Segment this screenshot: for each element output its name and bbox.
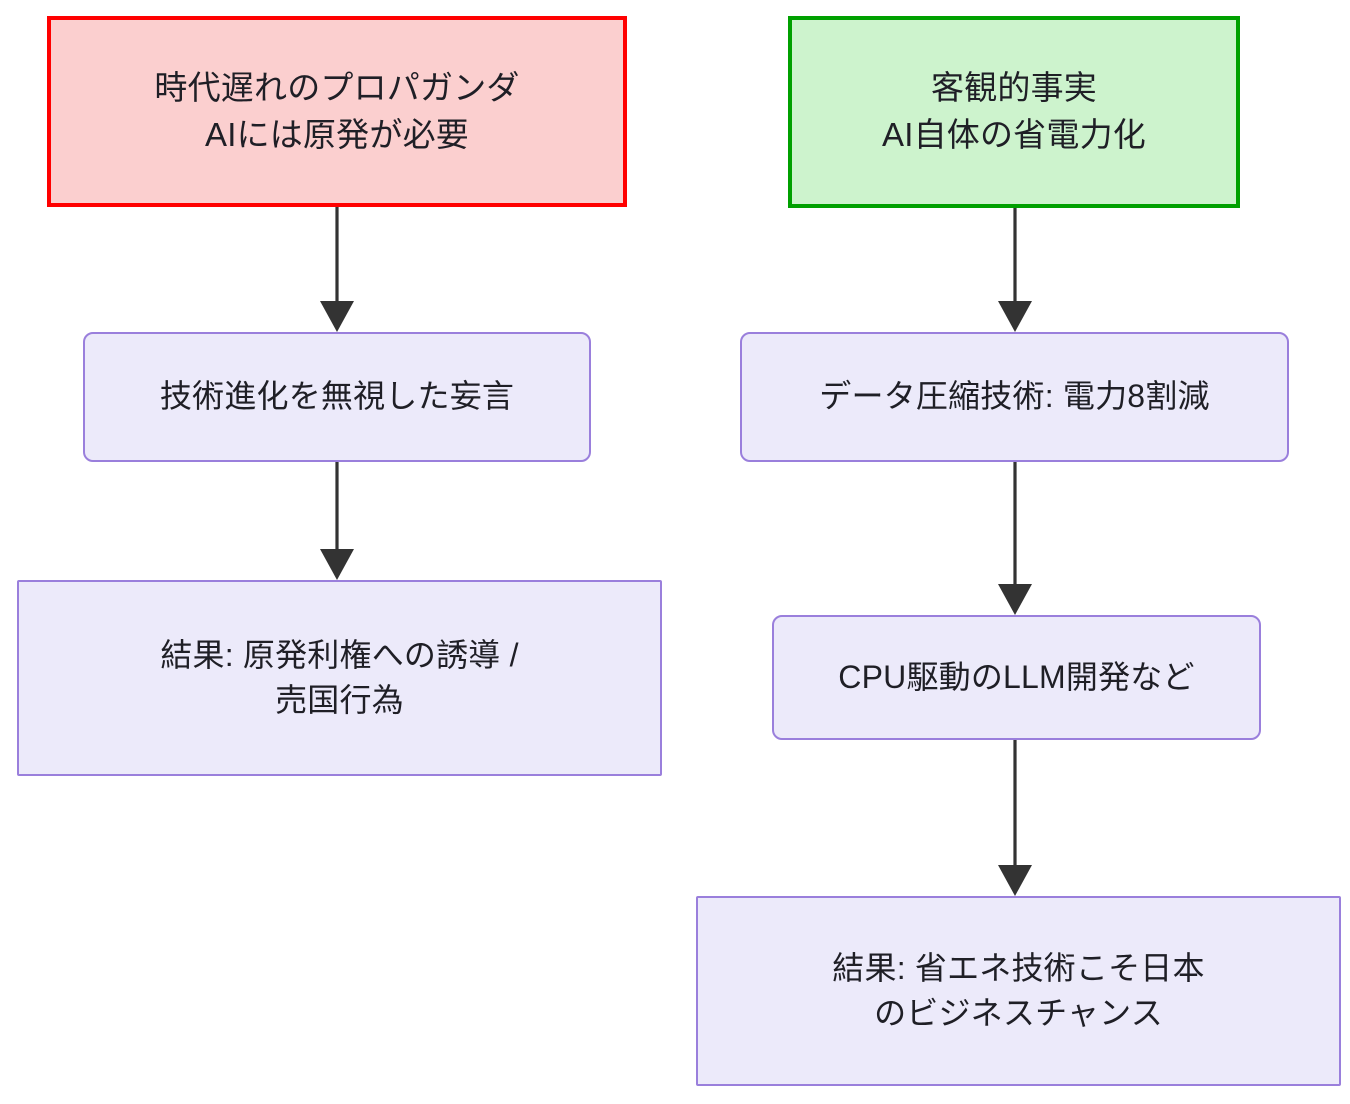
edge-fact-to-compress	[998, 208, 1032, 332]
edge-delusion-to-left-result	[320, 462, 354, 580]
node-label: 客観的事実 AI自体の省電力化	[882, 69, 1146, 153]
node-label: データ圧縮技術: 電力8割減	[819, 378, 1210, 415]
node-label: 時代遅れのプロパガンダ AIには原発が必要	[154, 68, 520, 153]
edge-claim-to-delusion	[320, 207, 354, 332]
node-label: 結果: 原発利権への誘導 / 売国行為	[160, 636, 519, 718]
node-ignoring-tech-progress[interactable]: 技術進化を無視した妄言	[83, 332, 591, 462]
node-data-compression[interactable]: データ圧縮技術: 電力8割減	[740, 332, 1289, 462]
edge-cpu-to-right-result	[998, 740, 1032, 896]
edge-compress-to-cpu	[998, 462, 1032, 615]
node-outdated-propaganda[interactable]: 時代遅れのプロパガンダ AIには原発が必要	[47, 16, 627, 207]
node-cpu-driven-llm[interactable]: CPU駆動のLLM開発など	[772, 615, 1261, 740]
node-right-result[interactable]: 結果: 省エネ技術こそ日本 のビジネスチャンス	[696, 896, 1341, 1086]
node-label: 技術進化を無視した妄言	[159, 378, 515, 415]
node-label: 結果: 省エネ技術こそ日本 のビジネスチャンス	[832, 949, 1205, 1031]
node-left-result[interactable]: 結果: 原発利権への誘導 / 売国行為	[17, 580, 662, 776]
node-label: CPU駆動のLLM開発など	[838, 658, 1195, 695]
node-objective-fact[interactable]: 客観的事実 AI自体の省電力化	[788, 16, 1240, 208]
